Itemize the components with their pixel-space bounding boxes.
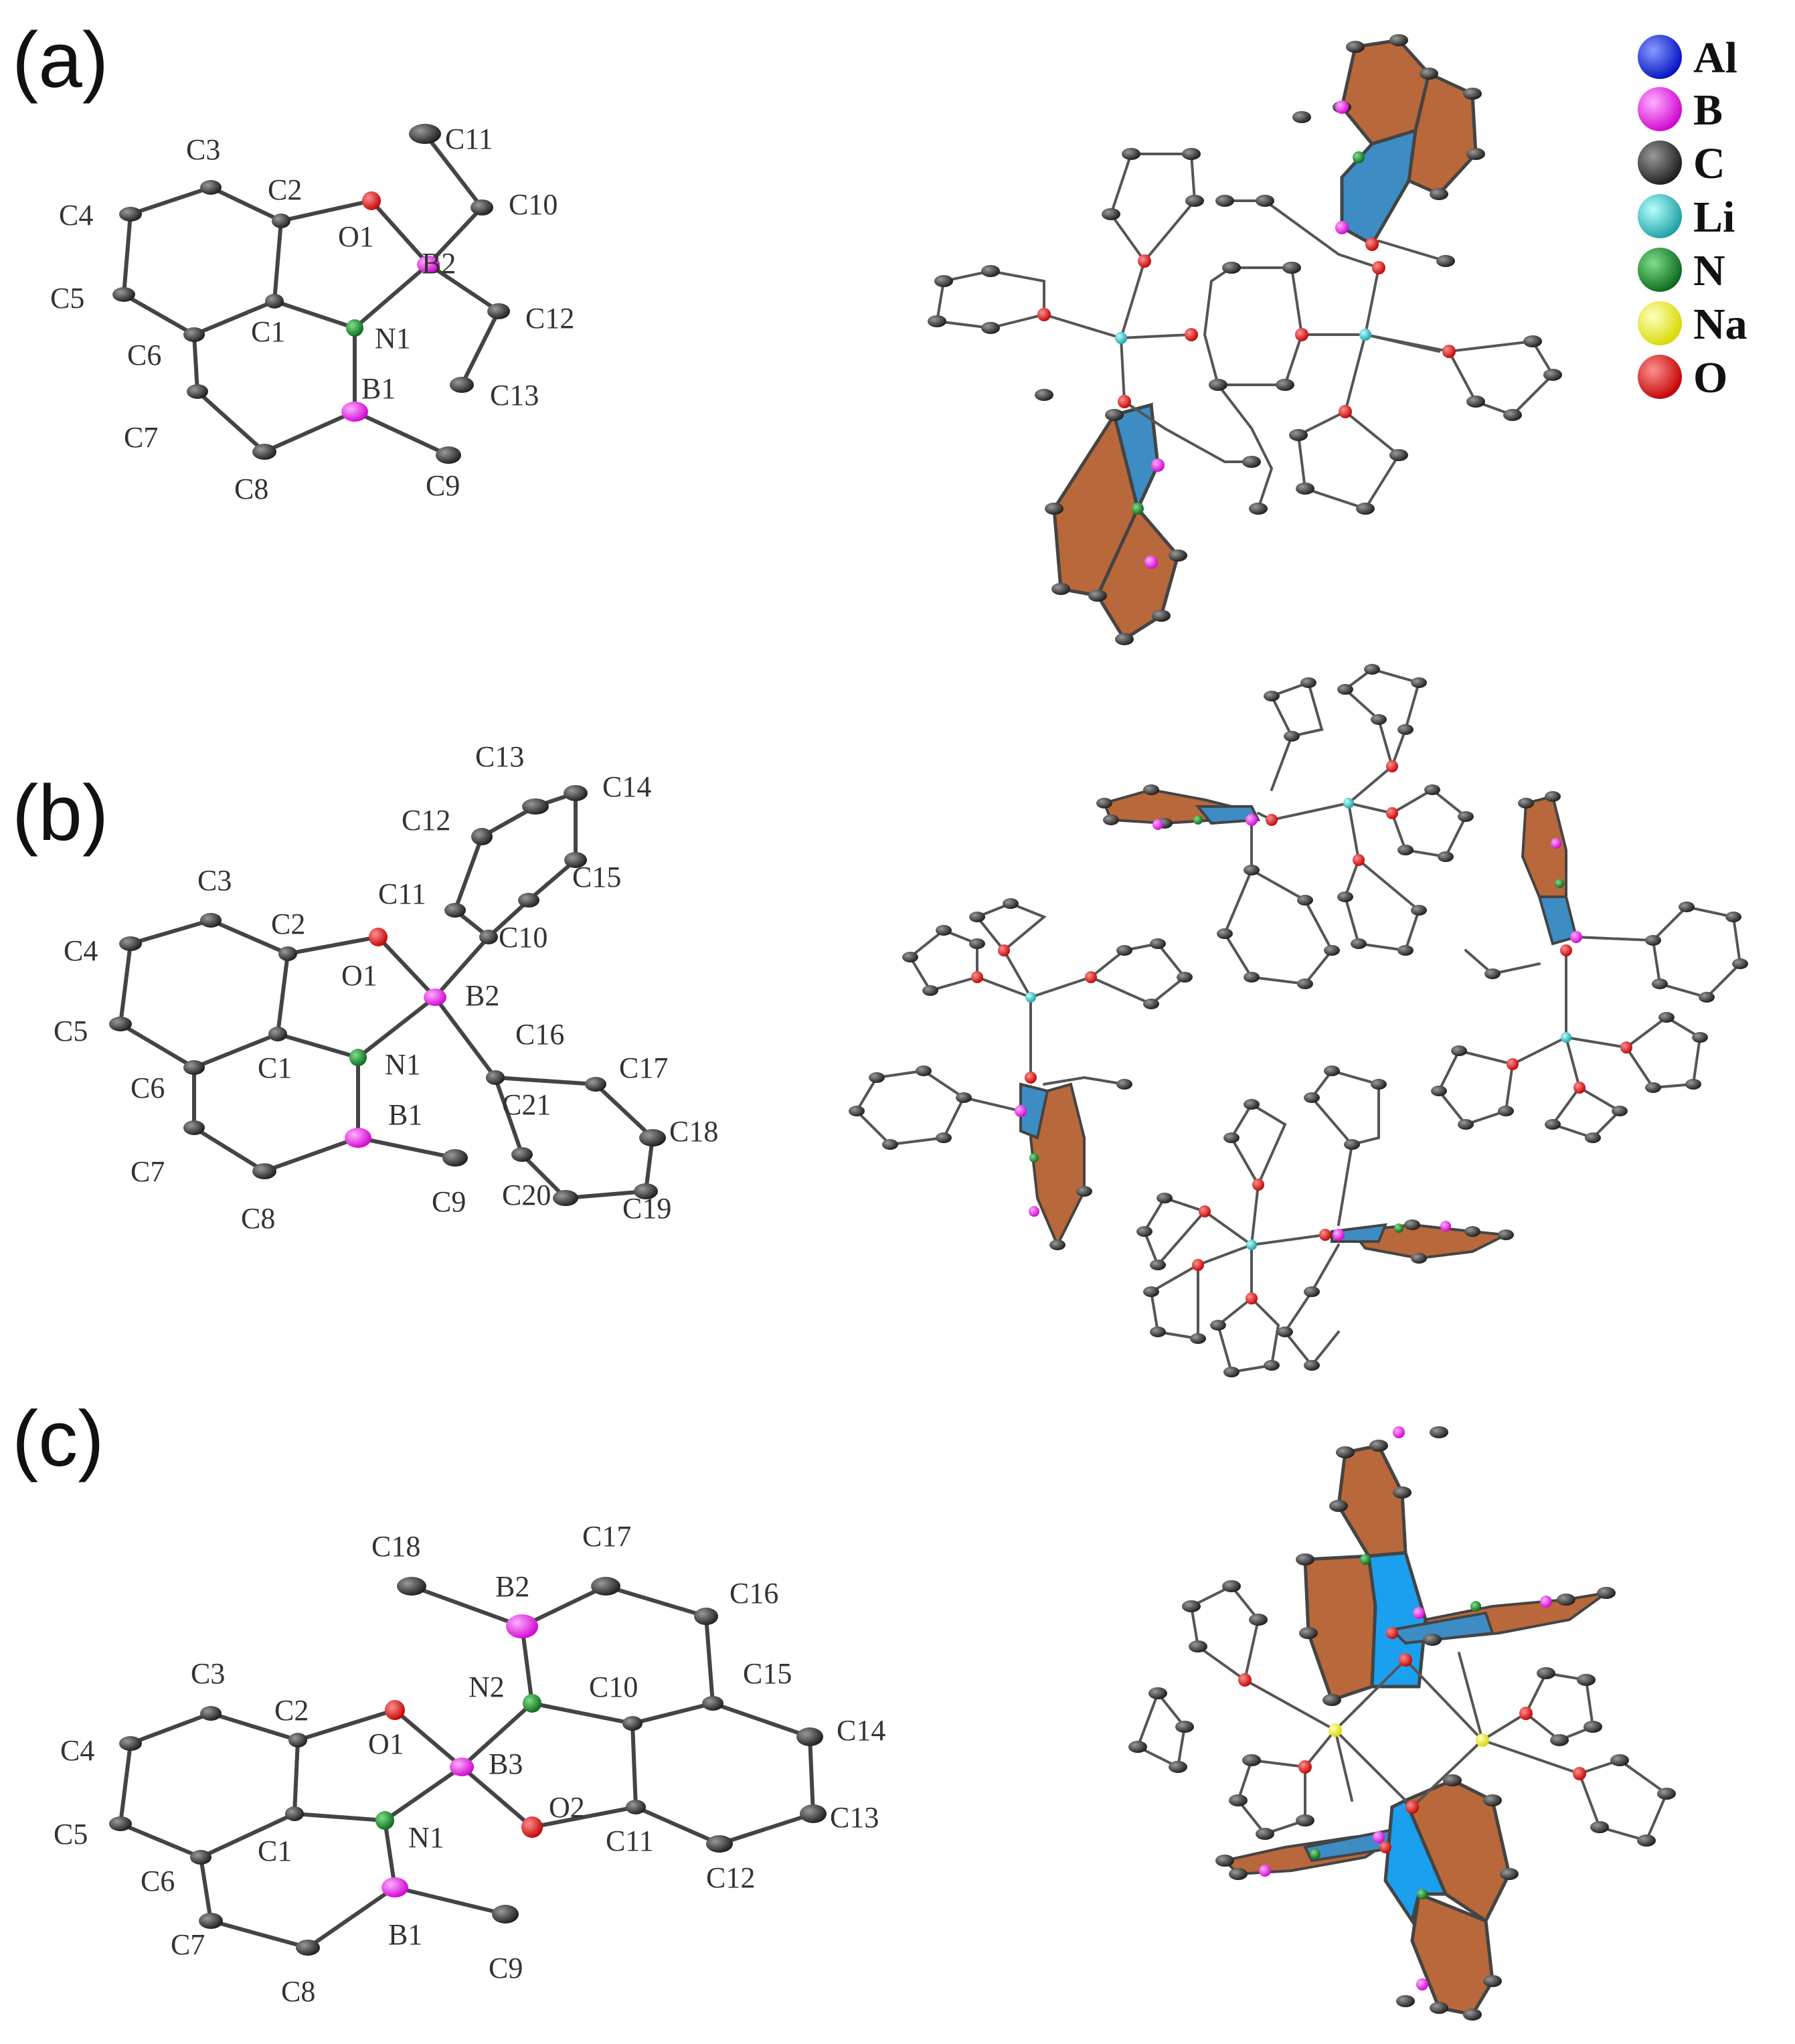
atom-label: C10: [589, 1671, 638, 1703]
atom-label: C13: [490, 379, 539, 412]
atom-label: C13: [830, 1801, 879, 1834]
atom-label: C4: [64, 934, 98, 967]
legend-n-sphere: [1638, 248, 1682, 292]
atom-label: C13: [475, 740, 524, 773]
atom-label: C9: [432, 1185, 466, 1218]
atom-label: C20: [502, 1179, 551, 1211]
legend-na-label: Na: [1693, 300, 1747, 349]
atom-label: C15: [572, 861, 621, 893]
atom-label: O1: [341, 959, 377, 992]
legend-c-sphere: [1638, 141, 1682, 185]
atom-label: C11: [606, 1824, 654, 1857]
atom-label: C19: [622, 1192, 671, 1225]
atom-label: C2: [274, 1694, 309, 1727]
atom-label: C6: [127, 339, 161, 371]
atom-label: C17: [582, 1520, 631, 1553]
atom-label: C8: [234, 473, 268, 505]
atom-label: B2: [495, 1570, 529, 1603]
atom-label: C18: [669, 1115, 718, 1148]
atom-label: C7: [171, 1928, 205, 1961]
panel-label-a: (a): [12, 16, 108, 104]
atom-label: C12: [706, 1861, 755, 1894]
atom-label: C11: [378, 877, 426, 910]
atom-label: B2: [465, 979, 499, 1012]
legend-al-sphere: [1638, 35, 1682, 79]
legend-o-sphere: [1638, 355, 1682, 399]
atom-label: C7: [131, 1155, 165, 1188]
atom-label: C18: [371, 1530, 420, 1563]
atom-label: B2: [422, 247, 456, 280]
atom-label: B1: [388, 1918, 422, 1951]
panel-label-b: (b): [12, 769, 108, 857]
atom-label: C4: [59, 199, 93, 232]
panel-a-packing: [928, 34, 1562, 645]
panel-a-molecule: C3 C2 C4 O1 C11 C10 B2 C5 C1 N1 C12 C6 B…: [50, 122, 574, 505]
atom-label: C1: [258, 1835, 292, 1867]
atom-label: C16: [730, 1577, 778, 1610]
atom-label: N1: [408, 1821, 444, 1854]
atom-label: C14: [602, 770, 651, 803]
atom-label: C1: [251, 315, 285, 348]
atom-label: C17: [619, 1051, 668, 1084]
atom-label: C4: [60, 1734, 94, 1767]
atom-label: C10: [509, 188, 558, 221]
atom-label: C2: [268, 173, 302, 206]
panel-c-molecule: C18 C17 B2 C16 C3 C15 C2 N2 C10 C4 O1 C1…: [54, 1520, 885, 2008]
atom-label: C1: [258, 1051, 292, 1084]
element-legend: Al B C Li N Na O: [1638, 33, 1747, 402]
atom-label: C3: [191, 1657, 225, 1690]
atom-label: C5: [50, 282, 84, 315]
atom-label: C9: [489, 1952, 523, 1984]
panel-c-packing: [1128, 1426, 1676, 2021]
atom-label: C8: [241, 1202, 275, 1235]
atom-label: C7: [124, 421, 158, 454]
atom-label: C5: [54, 1015, 88, 1047]
atom-label: C11: [445, 122, 493, 155]
atom-label: C12: [525, 302, 574, 335]
legend-b-label: B: [1693, 86, 1723, 135]
atom-label: C9: [426, 469, 460, 502]
panel-label-c: (c): [12, 1395, 104, 1483]
legend-al-label: Al: [1693, 33, 1737, 82]
legend-c-label: C: [1693, 139, 1725, 188]
legend-o-label: O: [1693, 353, 1727, 402]
panel-b-molecule: C13 C14 C12 C15 C11 C3 C2 C10 C4 O1 B2 C…: [54, 740, 718, 1235]
atom-label: C21: [502, 1088, 551, 1121]
atom-label: O1: [338, 220, 374, 253]
atom-label: C10: [499, 921, 547, 954]
atom-label: C14: [837, 1714, 885, 1747]
atom-label: C12: [402, 804, 450, 837]
atom-label: C3: [186, 133, 220, 166]
atom-label: O2: [549, 1791, 585, 1824]
atom-label: B3: [489, 1748, 523, 1780]
atom-label: C5: [54, 1818, 88, 1851]
atom-label: C2: [271, 908, 305, 940]
legend-li-sphere: [1638, 194, 1682, 238]
legend-b-sphere: [1638, 87, 1682, 131]
atom-label: N1: [385, 1048, 421, 1081]
legend-n-label: N: [1693, 246, 1725, 295]
atom-label: B1: [388, 1098, 422, 1131]
atom-label: N1: [375, 322, 411, 355]
atom-label: N2: [468, 1671, 505, 1703]
atom-label: C15: [743, 1657, 792, 1690]
atom-label: C16: [515, 1018, 564, 1051]
atom-label: C6: [131, 1072, 165, 1104]
legend-na-sphere: [1638, 301, 1682, 345]
atom-label: C6: [141, 1865, 175, 1897]
atom-label: C3: [197, 864, 232, 897]
atom-label: B1: [361, 372, 396, 405]
legend-li-label: Li: [1693, 193, 1735, 242]
panel-b-packing: [849, 664, 1748, 1377]
atom-label: C8: [281, 1975, 315, 2008]
atom-label: O1: [368, 1727, 404, 1760]
